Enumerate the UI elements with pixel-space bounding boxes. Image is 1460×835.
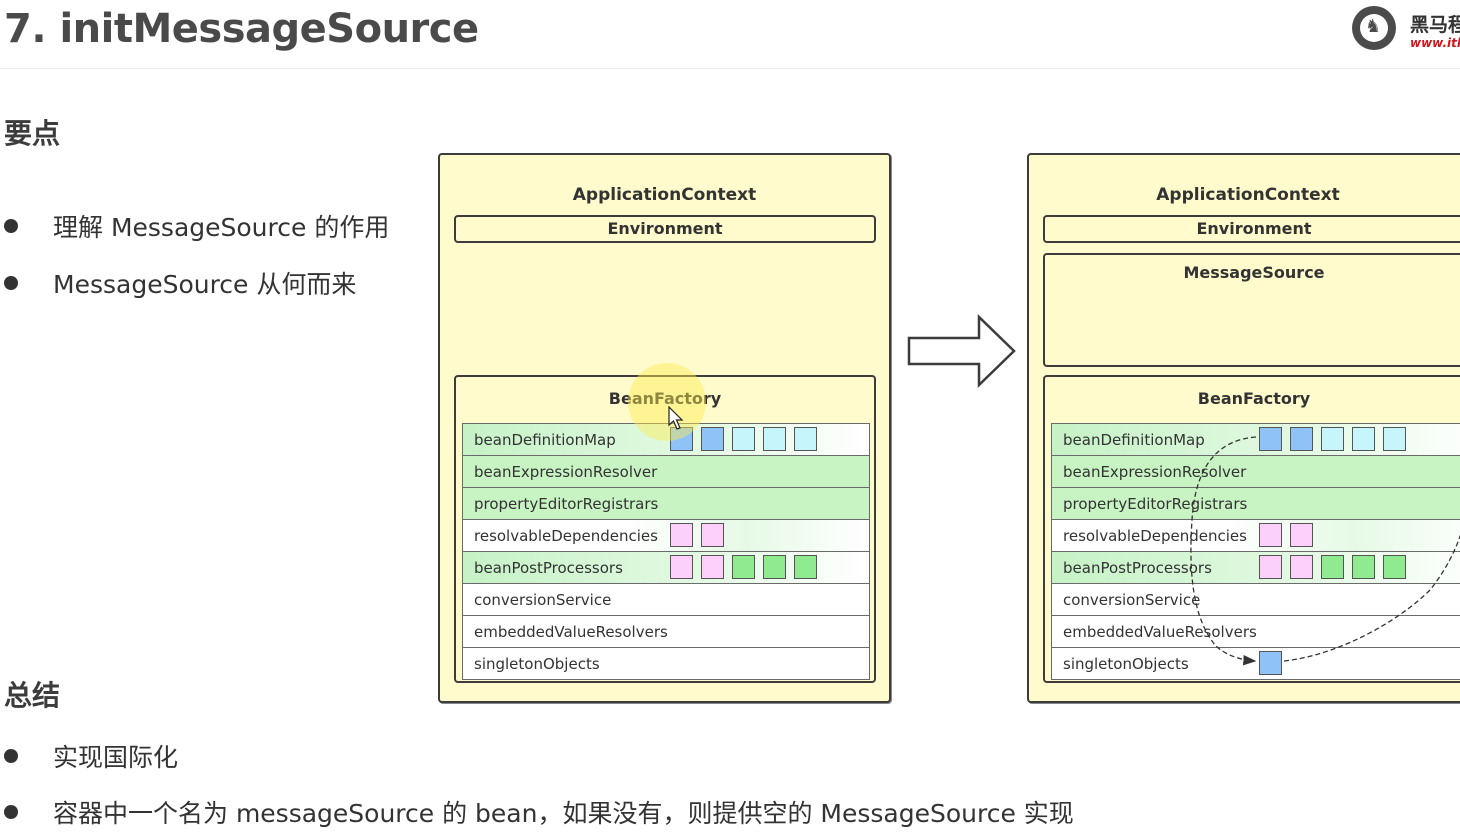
bean-square-pink [1259,523,1282,547]
bean-factory-row-beanDefinitionMap: beanDefinitionMap [463,424,869,456]
bullet-icon [4,276,18,290]
bean-square-pink [1259,555,1282,579]
bean-factory-row-beanExpressionResolver: beanExpressionResolver [1052,456,1460,488]
bean-factory-after: BeanFactory beanDefinitionMap beanExpress… [1043,375,1460,683]
bean-factory-title: BeanFactory [1197,389,1311,408]
row-label: beanPostProcessors [1063,559,1212,577]
bean-square-pink [1290,555,1313,579]
key-point-item: MessageSource 从何而来 [4,265,356,301]
key-point-item: 理解 MessageSource 的作用 [4,208,389,244]
row-label: conversionService [1063,591,1201,609]
bean-square-green [1383,555,1406,579]
row-label: singletonObjects [474,655,600,673]
key-points-heading: 要点 [4,117,61,150]
logo-glyph: ♞ [1365,16,1382,37]
bean-factory-row-propertyEditorRegistrars: propertyEditorRegistrars [1052,488,1460,520]
bean-square-blue-light [763,427,786,451]
environment-box: Environment [1043,215,1460,243]
bean-square-green [732,555,755,579]
bean-factory-title: BeanFactory [608,389,722,408]
row-label: resolvableDependencies [1063,527,1247,545]
bean-square-blue-dark [1259,427,1282,451]
bean-square-green [794,555,817,579]
bean-square-blue-light [794,427,817,451]
row-label: beanDefinitionMap [1063,431,1205,449]
bean-factory-rows: beanDefinitionMap beanExpressionResolver p… [1051,423,1460,680]
application-context-title: ApplicationContext [572,185,757,205]
row-label: singletonObjects [1063,655,1189,673]
bean-square-blue-light [1352,427,1375,451]
bullet-icon [4,219,18,233]
bean-square-pink [670,555,693,579]
row-label: beanExpressionResolver [1063,463,1247,481]
message-source-title: MessageSource [1183,263,1325,282]
bean-factory-before: BeanFactory beanDefinitionMap beanExpress… [454,375,876,683]
bean-factory-row-conversionService: conversionService [1052,584,1460,616]
bean-square-green [763,555,786,579]
bean-square-pink [701,555,724,579]
row-label: beanExpressionResolver [474,463,658,481]
bean-factory-row-propertyEditorRegistrars: propertyEditorRegistrars [463,488,869,520]
bean-square-blue-dark [670,427,693,451]
bean-square-green [1352,555,1375,579]
right-arrow-icon [907,314,1016,388]
bean-factory-row-conversionService: conversionService [463,584,869,616]
horse-head-logo-icon [1352,6,1396,50]
application-context-before: ApplicationContext Environment BeanFacto… [438,153,891,703]
bullet-icon [4,805,18,819]
bullet-icon [4,749,18,763]
bean-factory-row-singletonObjects: singletonObjects [463,648,869,679]
brand-logo: ♞ 黑马程 www.ithe [1352,4,1460,54]
application-context-after: ApplicationContext Environment MessageSo… [1027,153,1460,703]
bean-square-pink [670,523,693,547]
bean-factory-row-beanExpressionResolver: beanExpressionResolver [463,456,869,488]
mouse-cursor-icon [668,406,684,430]
bean-factory-row-embeddedValueResolvers: embeddedValueResolvers [463,616,869,648]
bean-factory-row-beanDefinitionMap: beanDefinitionMap [1052,424,1460,456]
row-label: conversionService [474,591,612,609]
bean-square-pink [1290,523,1313,547]
row-label: beanDefinitionMap [474,431,616,449]
summary-item: 容器中一个名为 messageSource 的 bean，如果没有，则提供空的 … [4,794,1074,830]
bean-square-green [1321,555,1344,579]
row-label: resolvableDependencies [474,527,658,545]
bean-factory-row-embeddedValueResolvers: embeddedValueResolvers [1052,616,1460,648]
environment-box: Environment [454,215,876,243]
row-label: embeddedValueResolvers [474,623,668,641]
bean-square-blue-light [1321,427,1344,451]
summary-item: 实现国际化 [4,738,178,774]
bean-square-blue-dark [701,427,724,451]
row-label: embeddedValueResolvers [1063,623,1257,641]
title-divider [0,68,1460,69]
bean-square-pink [701,523,724,547]
summary-heading: 总结 [4,679,61,712]
logo-name: 黑马程 [1410,14,1460,36]
bean-square-blue-light [732,427,755,451]
bean-factory-row-singletonObjects: singletonObjects [1052,648,1460,679]
bean-factory-rows: beanDefinitionMap beanExpressionResolver p… [462,423,870,680]
page-title: 7. initMessageSource [4,6,479,52]
bean-square-blue-light [1383,427,1406,451]
row-label: propertyEditorRegistrars [474,495,659,513]
row-label: beanPostProcessors [474,559,623,577]
message-source-box: MessageSource [1043,253,1460,367]
application-context-title: ApplicationContext [1156,185,1340,205]
logo-url: www.ithe [1410,36,1460,50]
bean-factory-row-beanPostProcessors: beanPostProcessors [1052,552,1460,584]
bean-factory-row-resolvableDependencies: resolvableDependencies [1052,520,1460,552]
row-label: propertyEditorRegistrars [1063,495,1248,513]
bean-square-blue-dark [1259,651,1282,675]
bean-factory-row-beanPostProcessors: beanPostProcessors [463,552,869,584]
bean-square-blue-dark [1290,427,1313,451]
bean-factory-row-resolvableDependencies: resolvableDependencies [463,520,869,552]
